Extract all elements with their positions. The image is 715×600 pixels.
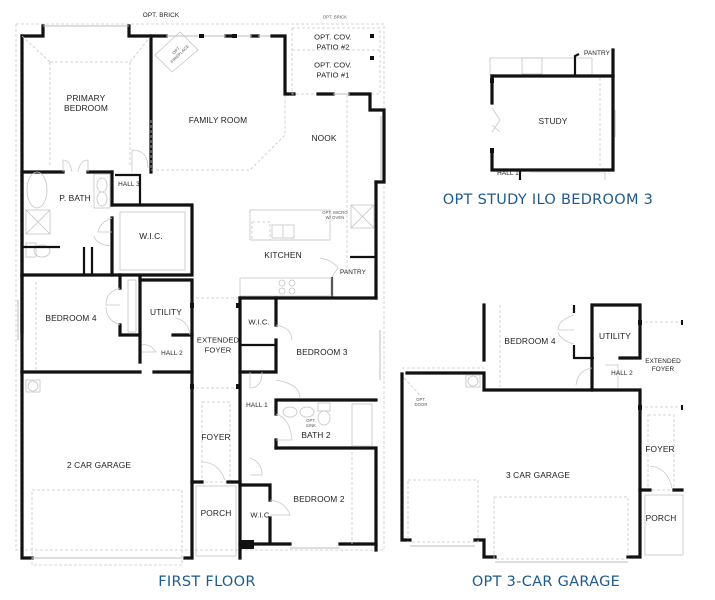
room-family-room: FAMILY ROOM [188,115,248,125]
garage-opt-hall-2: HALL 2 [611,370,633,377]
room-2-car-garage: 2 CAR GARAGE [66,460,132,470]
room-nook: NOOK [311,133,337,143]
room-hall-1: HALL 1 [246,402,268,409]
room-wic-primary: W.I.C. [139,231,163,241]
opt-sink-note: OPT. SINK [305,418,317,428]
room-kitchen: KITCHEN [264,250,302,260]
garage-opt-extended-foyer: EXTENDED FOYER [645,358,681,373]
title-opt-3-car-garage: OPT 3-CAR GARAGE [471,574,621,590]
garage-opt-foyer: FOYER [645,444,675,454]
title-first-floor: FIRST FLOOR [158,574,256,590]
study-pantry-label: PANTRY [584,50,610,57]
opt-garage-plan [400,303,684,563]
opt-brick-note-right: OPT. BRICK [322,14,348,20]
opt-door-note: OPT. DOOR [414,397,428,407]
room-bath-2: BATH 2 [301,430,331,440]
garage-opt-porch: PORCH [645,513,677,523]
room-primary-bedroom: PRIMARY BEDROOM [64,93,108,113]
room-p-bath: P. BATH [59,193,91,203]
room-3-car-garage: 3 CAR GARAGE [505,470,571,480]
room-hall-3: HALL 3 [118,181,140,188]
room-foyer: FOYER [201,432,231,442]
garage-opt-utility: UTILITY [599,331,631,341]
room-wic-bedroom-2: W.I.C. [250,510,272,520]
opt-brick-note-left: OPT. BRICK [142,12,180,19]
room-wic-bedroom-3: W.I.C. [248,317,270,327]
opt-micro-note: OPT. MICRO W/ OVEN [322,210,348,220]
title-opt-study: OPT STUDY ILO BEDROOM 3 [442,192,654,208]
room-bedroom-2: BEDROOM 2 [293,494,345,504]
room-opt-cov-patio-1: OPT. COV. PATIO #1 [314,60,352,80]
room-extended-foyer: EXTENDED FOYER [196,335,240,355]
room-hall-2: HALL 2 [161,350,183,357]
room-bedroom-3: BEDROOM 3 [296,347,348,357]
room-bedroom-4: BEDROOM 4 [45,313,97,323]
room-opt-cov-patio-2: OPT. COV. PATIO #2 [314,32,352,52]
room-study: STUDY [538,116,568,126]
first-floor-plan [15,23,386,566]
opt-study-plan [489,48,616,180]
room-utility: UTILITY [150,307,182,317]
study-hall-1-label: HALL 1 [497,170,519,177]
room-porch: PORCH [200,508,232,518]
garage-opt-bedroom-4: BEDROOM 4 [504,336,556,346]
room-pantry: PANTRY [340,269,366,276]
